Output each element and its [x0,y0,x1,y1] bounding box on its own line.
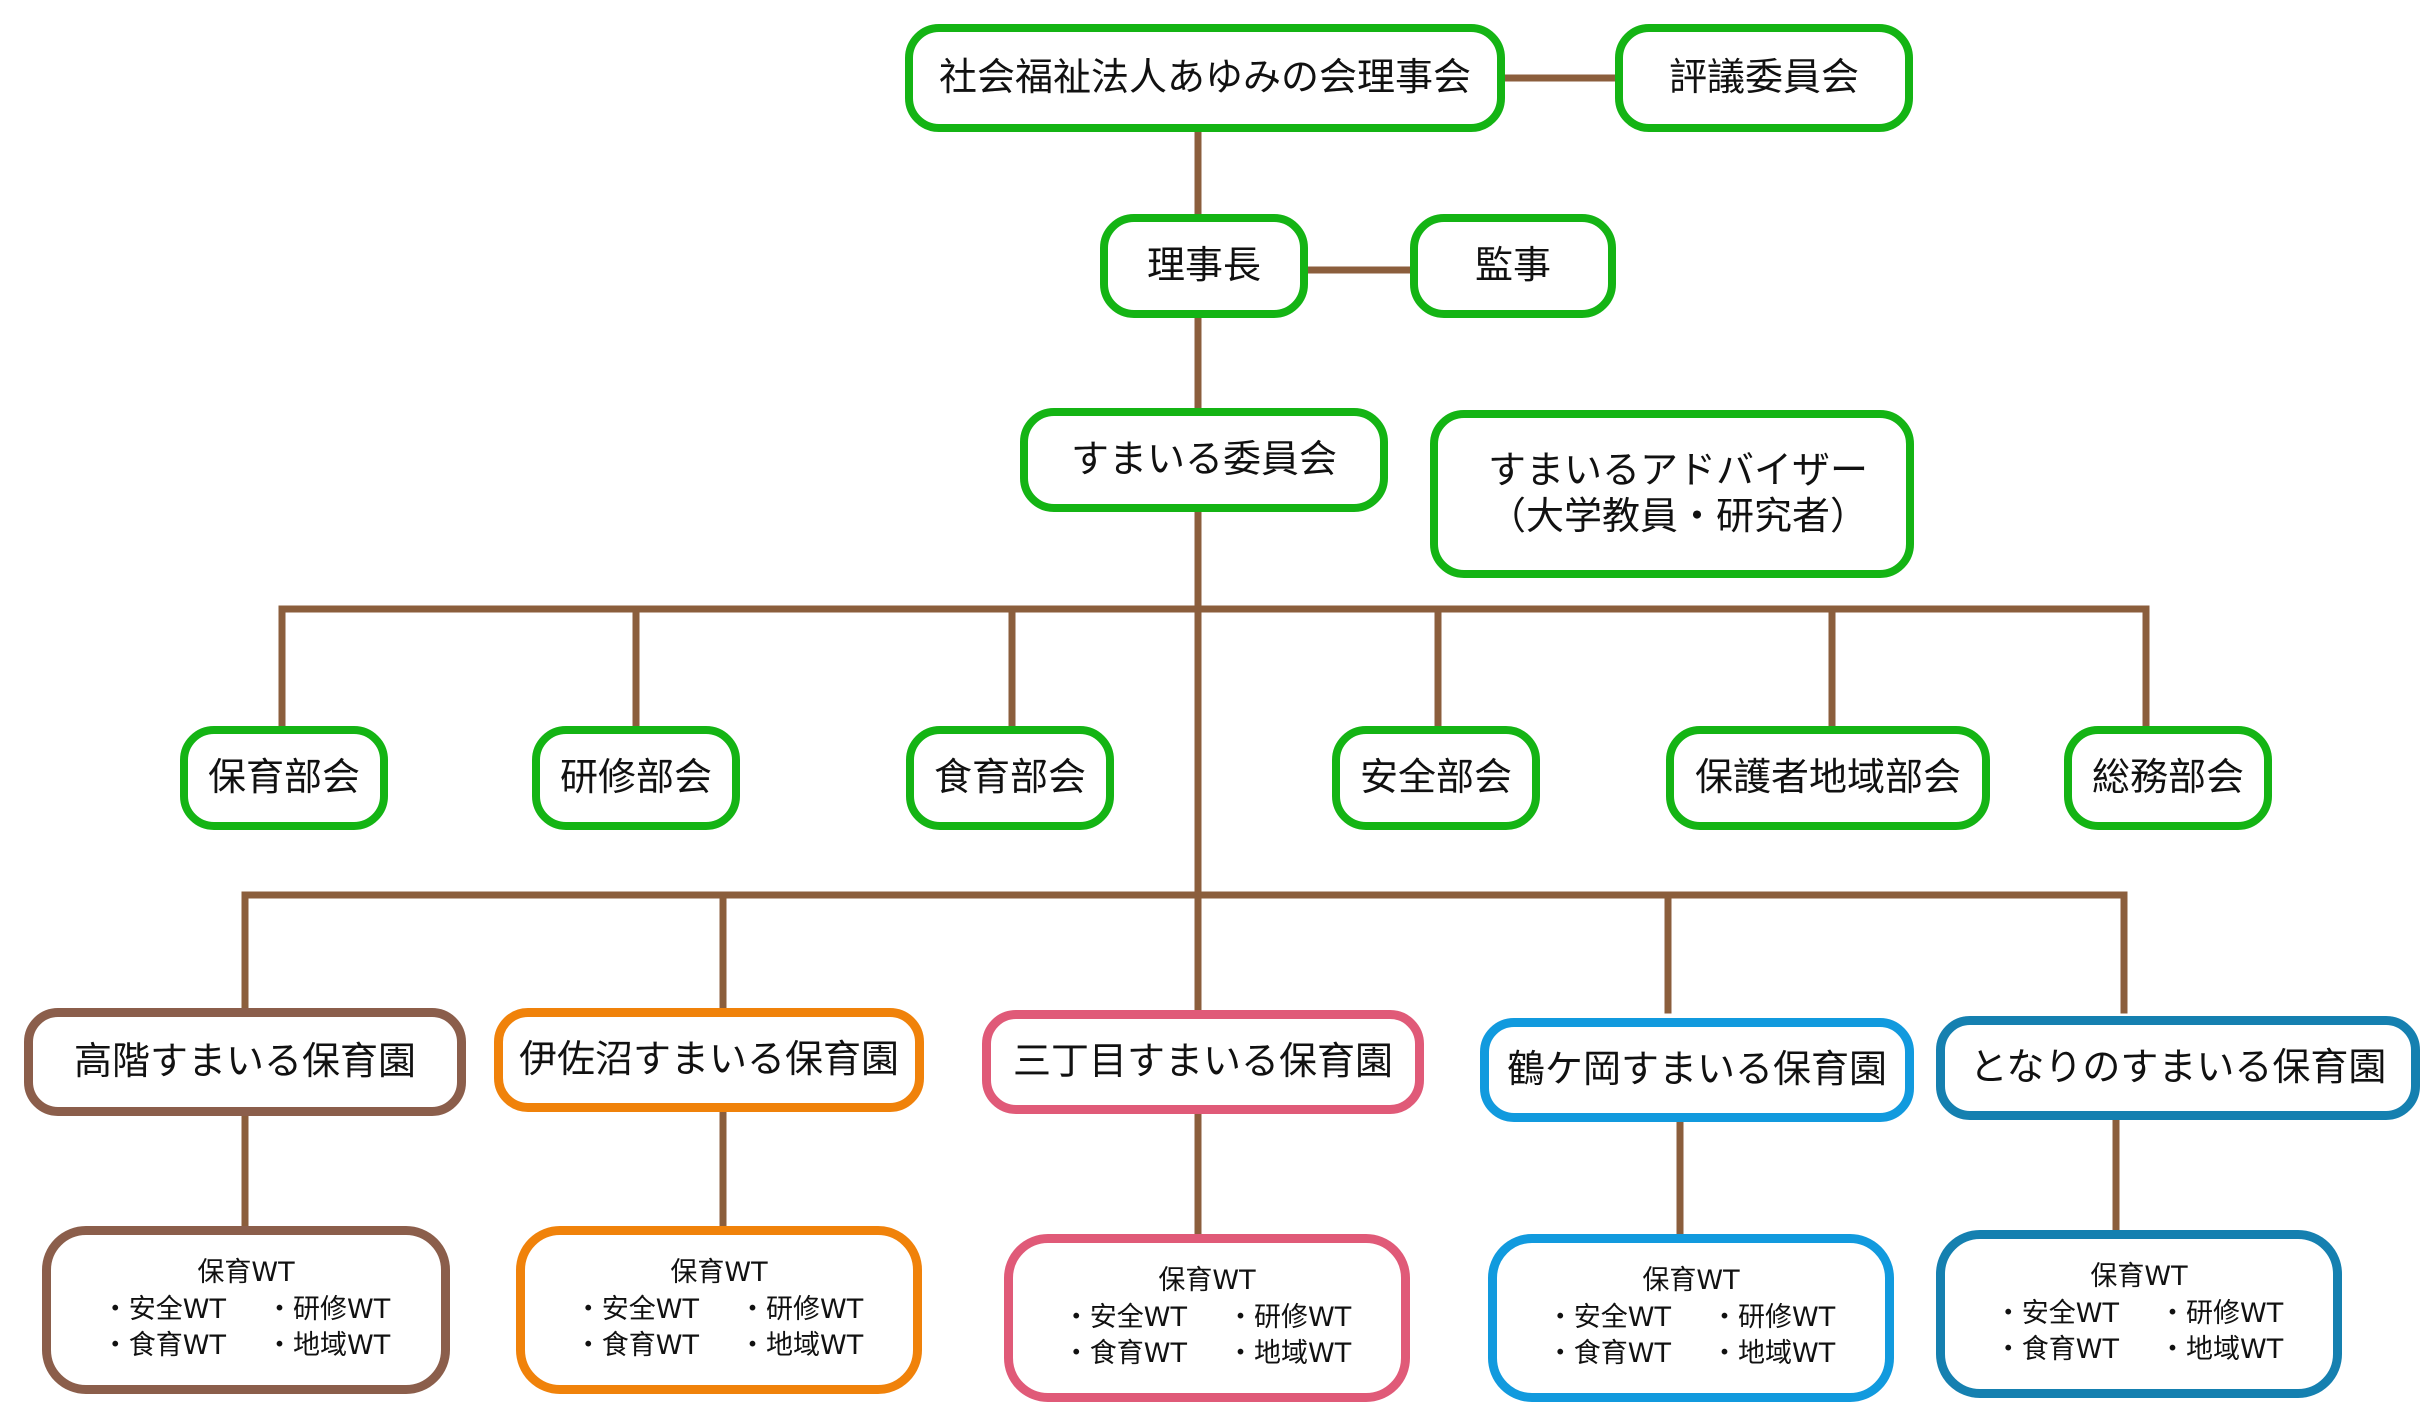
department-label: 総務部会 [2091,755,2244,800]
wt-item: ・食育WT [1546,1338,1671,1370]
smile-advisor-box: すまいるアドバイザー （大学教員・研究者） [1430,410,1914,578]
wt-item: ・食育WT [1994,1334,2119,1366]
nursery-box: 鶴ケ岡すまいる保育園 [1480,1018,1914,1122]
working-team-box: 保育WT ・安全WT ・研修WT ・食育WT ・地域WT [1488,1234,1894,1402]
smile-committee-label: すまいる委員会 [1070,437,1337,482]
department-label: 安全部会 [1359,755,1512,800]
board-of-directors-box: 社会福祉法人あゆみの会理事会 [905,24,1505,132]
working-team-box: 保育WT ・安全WT ・研修WT ・食育WT ・地域WT [516,1226,922,1394]
nursery-box: 高階すまいる保育園 [24,1008,466,1116]
wt-item: ・食育WT [1062,1338,1187,1370]
nursery-name: となりのすまいる保育園 [1969,1045,2387,1090]
working-team-box: 保育WT ・安全WT ・研修WT ・食育WT ・地域WT [42,1226,450,1394]
wt-item: ・安全WT [101,1293,226,1325]
nursery-name: 三丁目すまいる保育園 [1012,1039,1393,1084]
wt-item: ・地域WT [739,1330,864,1362]
nursery-box: となりのすまいる保育園 [1936,1016,2420,1120]
wt-item: ・研修WT [739,1293,864,1325]
wt-item: ・研修WT [1227,1301,1352,1333]
nursery-name: 鶴ケ岡すまいる保育園 [1506,1047,1887,1092]
nursery-name: 伊佐沼すまいる保育園 [518,1037,899,1082]
auditor-box: 監事 [1410,214,1616,318]
working-team-box: 保育WT ・安全WT ・研修WT ・食育WT ・地域WT [1936,1230,2342,1398]
wt-item: ・安全WT [1546,1301,1671,1333]
department-label: 研修部会 [559,755,712,800]
wt-item: ・研修WT [2159,1297,2284,1329]
wt-item: ・研修WT [266,1293,391,1325]
wt-item: ・安全WT [574,1293,699,1325]
working-team-box: 保育WT ・安全WT ・研修WT ・食育WT ・地域WT [1004,1234,1410,1402]
smile-advisor-title: すまいるアドバイザー [1488,448,1869,493]
chairman-box: 理事長 [1100,214,1308,318]
wt-heading: 保育WT [1158,1265,1256,1297]
smile-committee-box: すまいる委員会 [1020,408,1388,512]
department-box: 研修部会 [532,726,740,830]
council-box: 評議委員会 [1615,24,1913,132]
department-box: 安全部会 [1332,726,1540,830]
nursery-box: 伊佐沼すまいる保育園 [494,1008,924,1112]
department-label: 保護者地域部会 [1694,755,1961,800]
nursery-box: 三丁目すまいる保育園 [982,1010,1424,1114]
auditor-label: 監事 [1474,243,1551,288]
nursery-name: 高階すまいる保育園 [73,1039,416,1084]
department-label: 食育部会 [933,755,1086,800]
department-label: 保育部会 [207,755,360,800]
council-label: 評議委員会 [1668,55,1859,100]
wt-heading: 保育WT [1642,1265,1740,1297]
wt-item: ・安全WT [1062,1301,1187,1333]
department-box: 保護者地域部会 [1666,726,1990,830]
department-box: 食育部会 [906,726,1114,830]
board-of-directors-label: 社会福祉法人あゆみの会理事会 [938,55,1471,100]
wt-heading: 保育WT [197,1257,295,1289]
wt-item: ・地域WT [1227,1338,1352,1370]
wt-item: ・地域WT [2159,1334,2284,1366]
wt-item: ・食育WT [101,1330,226,1362]
smile-advisor-subtitle: （大学教員・研究者） [1488,494,1869,538]
wt-heading: 保育WT [670,1257,768,1289]
wt-item: ・食育WT [574,1330,699,1362]
chairman-label: 理事長 [1146,243,1261,288]
wt-item: ・安全WT [1994,1297,2119,1329]
department-box: 保育部会 [180,726,388,830]
wt-item: ・地域WT [266,1330,391,1362]
wt-item: ・研修WT [1711,1301,1836,1333]
department-box: 総務部会 [2064,726,2272,830]
wt-item: ・地域WT [1711,1338,1836,1370]
wt-heading: 保育WT [2090,1261,2188,1293]
